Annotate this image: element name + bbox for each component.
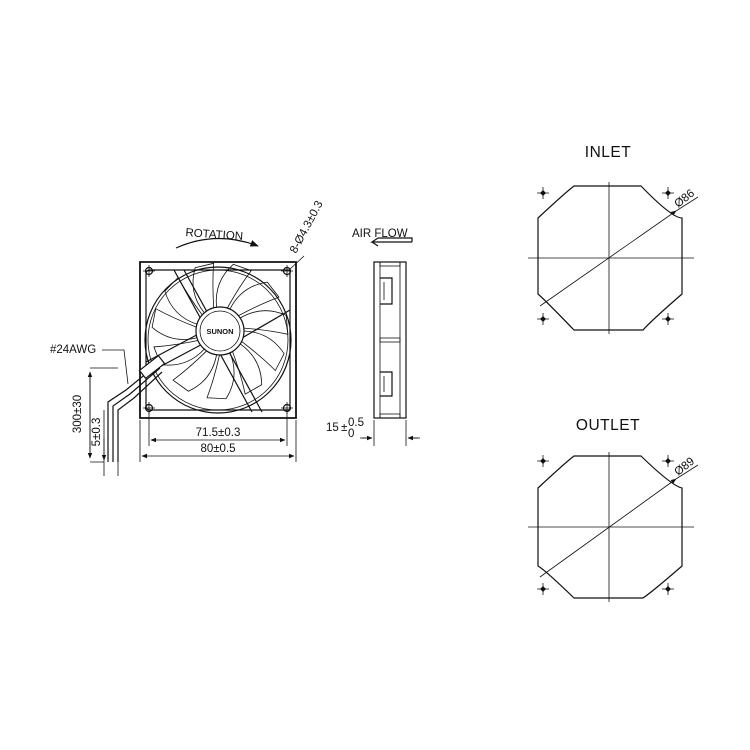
mount-hole-icon: [281, 265, 293, 277]
fan-blade: [192, 262, 215, 314]
fan-blade: [164, 276, 203, 325]
frame-width-label: 80±0.5: [200, 443, 235, 455]
depth-lower: 0: [348, 428, 354, 440]
strip-length-label: 5±0.3: [91, 418, 103, 447]
crosshair-icon: [537, 313, 549, 325]
wire-gauge-leader: [102, 349, 129, 385]
inlet-mount-holes: [537, 187, 674, 325]
depth-pm: ±: [341, 422, 347, 434]
mount-hole-label: 8-Ø4.3±0.3: [288, 199, 326, 255]
crosshair-icon: [537, 187, 549, 199]
inlet-view: INLET Ø86: [528, 144, 699, 334]
fan-hub-ring: [199, 310, 241, 352]
mount-holes: [143, 265, 293, 414]
airflow-arrow-icon: [370, 237, 413, 247]
crosshair-icon: [662, 455, 674, 467]
side-view: AIR FLOW 15 ± 0.5 0: [326, 228, 420, 446]
depth-label: 15: [326, 422, 339, 434]
fan-blade: [151, 308, 198, 340]
depth-upper: 0.5: [348, 417, 364, 429]
fan-opening: [144, 266, 292, 414]
fan-opening-inner: [147, 269, 289, 411]
airflow-label: AIR FLOW: [352, 228, 408, 240]
inlet-title: INLET: [585, 144, 631, 161]
fan-blade: [206, 352, 235, 400]
crosshair-icon: [537, 455, 549, 467]
outlet-title: OUTLET: [576, 417, 640, 434]
fan-blade: [239, 310, 289, 335]
inlet-diameter-label: Ø86: [672, 188, 697, 211]
outlet-diameter-line: [539, 478, 677, 578]
front-view: SUNON ROTATION 8-Ø4.3±0.3: [50, 199, 326, 476]
outlet-diameter-label: Ø89: [672, 456, 697, 479]
crosshair-icon: [662, 187, 674, 199]
mount-hole-leader: [288, 255, 305, 271]
lead-wires: [107, 354, 166, 462]
fan-blade: [172, 350, 217, 392]
side-frame: [373, 261, 407, 419]
fan-blade: [229, 281, 280, 317]
rotation-arrow-icon: [175, 237, 259, 249]
lead-length-label: 300±30: [72, 395, 84, 433]
mount-hole-icon: [143, 265, 155, 277]
fan-blade: [241, 330, 285, 372]
hole-spacing-label: 71.5±0.3: [196, 427, 241, 439]
crosshair-icon: [662, 583, 674, 595]
wire-gauge-label: #24AWG: [50, 344, 96, 356]
outlet-mount-holes: [537, 455, 674, 595]
fan-hub: [195, 306, 245, 356]
fan-blades: [151, 262, 289, 400]
crosshair-icon: [662, 313, 674, 325]
crosshair-icon: [537, 583, 549, 595]
outlet-view: OUTLET Ø89: [528, 417, 699, 602]
fan-blade: [232, 343, 263, 395]
brand-label: SUNON: [206, 327, 233, 336]
fan-blade: [215, 263, 252, 309]
fan-frame-outline: [139, 261, 297, 419]
inlet-diameter-line: [539, 210, 677, 307]
rotation-label: ROTATION: [185, 227, 243, 243]
